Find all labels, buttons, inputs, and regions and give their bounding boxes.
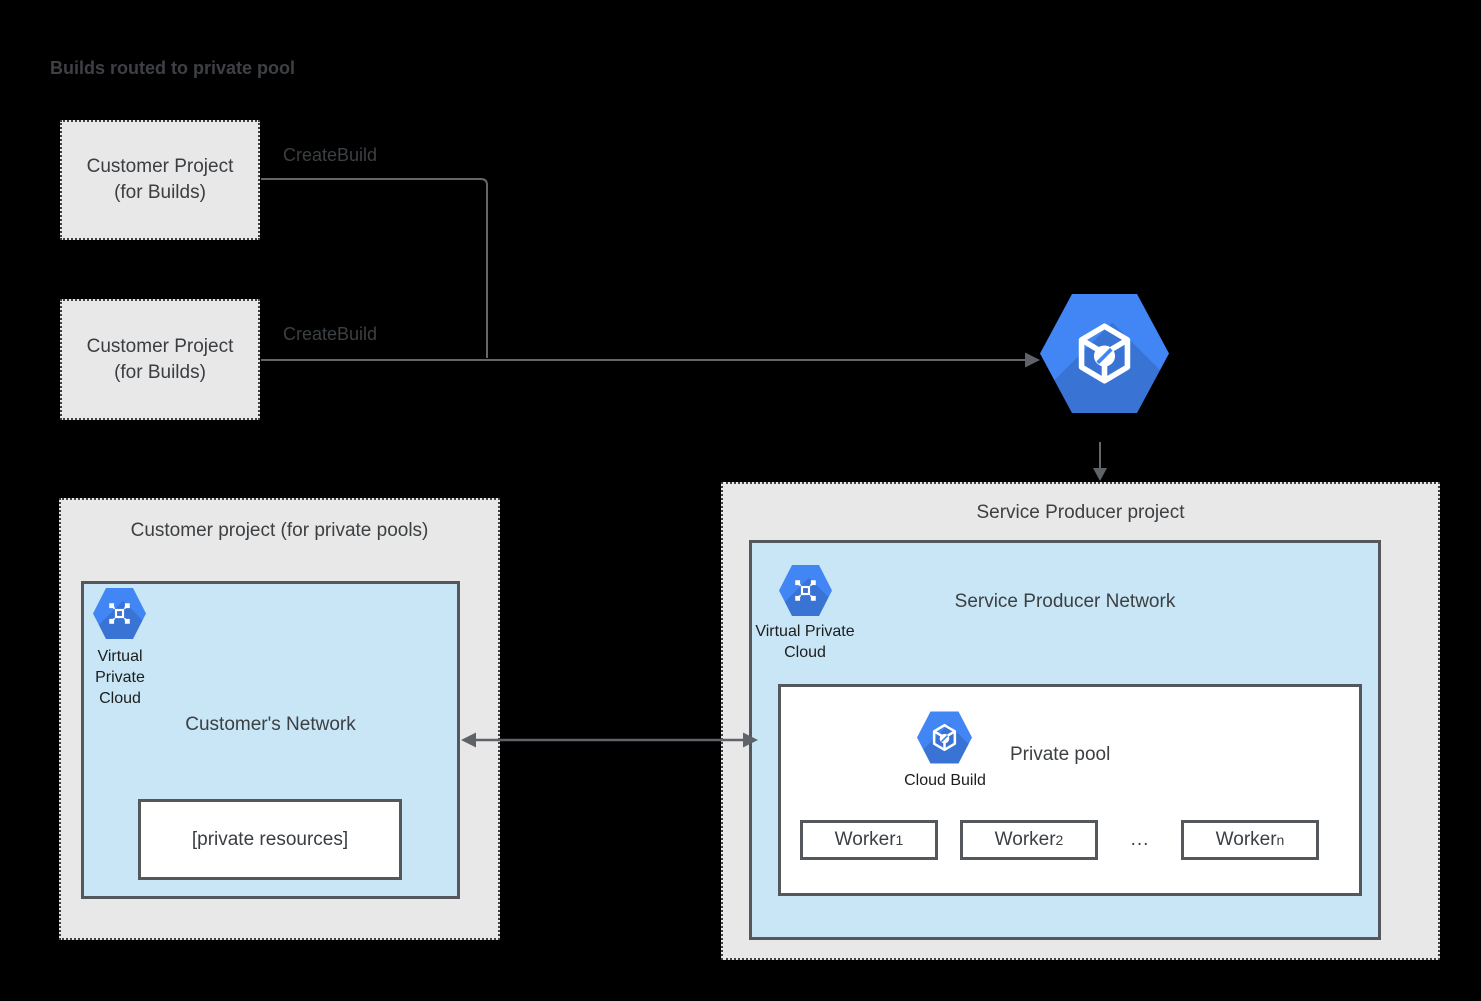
workers-ellipsis: ...: [1130, 829, 1150, 850]
vpc-icon: [93, 588, 146, 639]
customer-build-project-2: Customer Project (for Builds): [60, 299, 260, 420]
service-producer-project-box: Service Producer project Service Produce…: [721, 482, 1440, 960]
customer-private-pool-project-box: Customer project (for private pools): [59, 498, 500, 940]
createbuild-label-1: CreateBuild: [283, 145, 378, 165]
private-pool-title: Private pool: [1010, 744, 1111, 765]
cloud-build-icon: [1040, 294, 1169, 413]
worker-n-label: Worker: [1215, 829, 1277, 850]
customer-build-project-1-label: Customer Project (for Builds): [86, 156, 234, 203]
private-resources-box: [private resources]: [138, 799, 402, 880]
customer-build-project-1: Customer Project (for Builds): [60, 120, 260, 240]
worker-1-label: Worker: [834, 829, 896, 850]
vpc-icon-caption: Virtual Private Cloud: [95, 648, 145, 707]
page-title: Builds routed to private pool: [50, 58, 296, 78]
customer-private-pool-project-title: Customer project (for private pools): [130, 520, 429, 541]
private-resources-label: [private resources]: [191, 828, 349, 850]
customer-build-project-2-label: Customer Project (for Builds): [86, 335, 234, 383]
customer-network-box: Virtual Private Cloud Customer's Network…: [81, 581, 460, 899]
customer-network-title: Customer's Network: [185, 714, 356, 735]
service-producer-network-title: Service Producer Network: [954, 591, 1176, 612]
service-producer-network-box: Service Producer Network: [749, 540, 1381, 940]
worker-2-label: Worker: [994, 829, 1056, 850]
vpc-icon-caption: Virtual Private Cloud: [755, 623, 855, 661]
vpc-icon: [779, 565, 832, 616]
cloud-build-small-icon: [917, 710, 972, 765]
arrowhead-to-cloud-build: [1025, 352, 1040, 368]
createbuild-label-2: CreateBuild: [283, 324, 378, 344]
cloud-build-small-icon-caption: Cloud Build: [904, 772, 986, 789]
service-producer-project-title: Service Producer project: [976, 502, 1185, 523]
arrowhead-to-service-producer: [1093, 468, 1107, 481]
